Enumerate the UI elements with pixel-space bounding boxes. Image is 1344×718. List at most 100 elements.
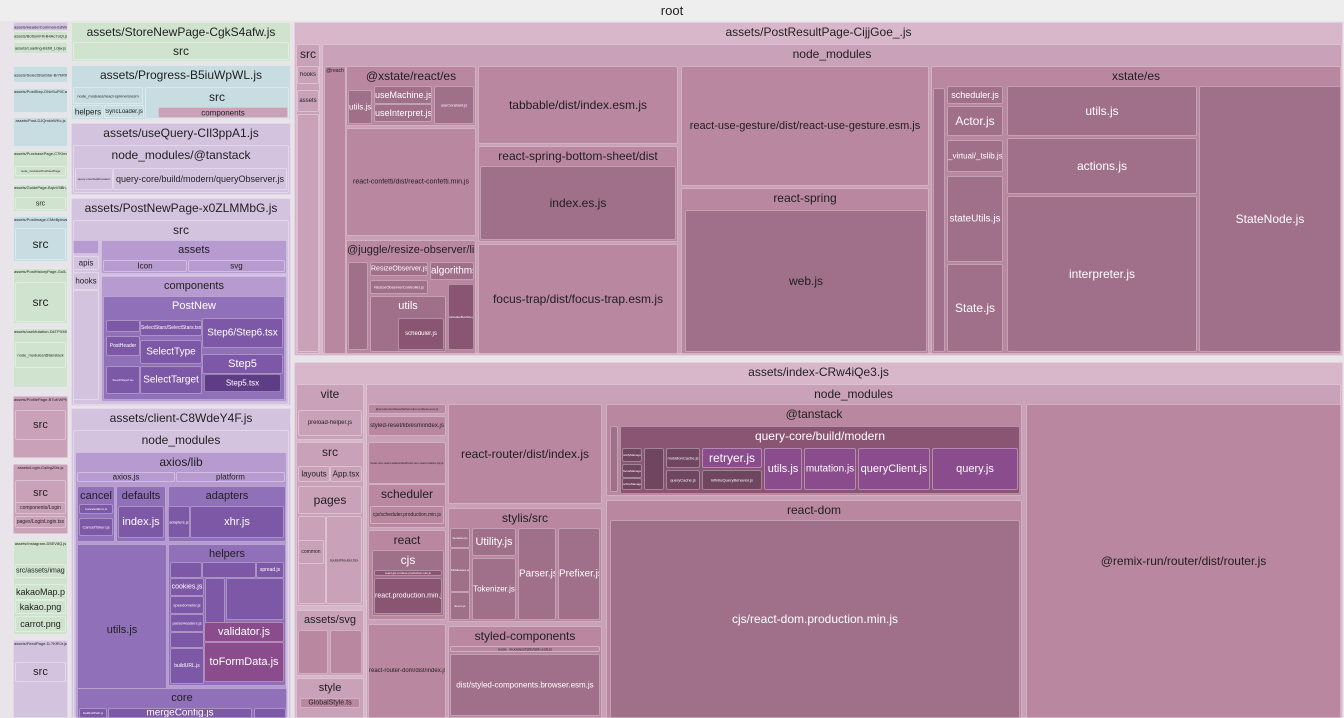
sidebar-guide-src[interactable]: src <box>15 197 66 210</box>
index-mutationcache[interactable]: mutationCache.js <box>666 448 700 468</box>
client-indexjs[interactable]: index.js <box>118 506 164 538</box>
sidebar-profile-src[interactable]: src <box>15 410 66 440</box>
sidebar-purchase-nm[interactable]: node_modules/PostNewPage <box>15 166 66 176</box>
usequery-qc-small[interactable]: query-core/build/modern <box>75 168 113 190</box>
index-middleware[interactable]: Middleware.js <box>450 548 470 592</box>
sidebar-postimage-src[interactable]: src <box>15 228 66 260</box>
index-reactdom-prod[interactable]: cjs/react-dom.production.min.js <box>610 520 1020 718</box>
index-reactrouter[interactable]: react-router/dist/index.js <box>448 404 602 504</box>
index-qc-small[interactable] <box>644 448 664 490</box>
postresult-usegesture[interactable]: react-use-gesture/dist/react-use-gesture… <box>681 66 929 186</box>
postnew-hooks[interactable]: hooks <box>73 272 99 290</box>
client-speedometer[interactable]: speedometer.js <box>170 596 204 614</box>
client-buildurl[interactable]: buildURL.js <box>170 648 204 684</box>
sidebar-selectstar[interactable]: assets/SelectStarStar-Br7kRWsB.js <box>13 66 68 83</box>
sidebar-kakaomap[interactable]: kakaoMap.png <box>15 584 66 600</box>
index-router[interactable]: routerRouter.tsx <box>326 516 362 604</box>
postresult-tslib[interactable]: _virtual/_tslib.js <box>947 140 1003 172</box>
client-axiosjs[interactable]: axios.js <box>77 472 175 482</box>
postnew-postheader[interactable]: PostHeader <box>106 336 140 356</box>
index-sc-nm[interactable]: node_modules/tslib/tslib.es6.js <box>450 646 600 652</box>
sidebar-loading[interactable]: assets/Loading-Bsl9t_L0jw.js <box>13 42 68 54</box>
postnew-step6[interactable]: Step6/Step6.tsx <box>202 318 283 348</box>
postresult-statenode[interactable]: StateNode.js <box>1199 86 1341 352</box>
client-core-small[interactable] <box>254 708 286 718</box>
client-mergeconfig[interactable]: mergeConfig.js <box>108 708 252 718</box>
index-parser[interactable]: Parser.js <box>518 528 556 620</box>
sidebar-kakao[interactable]: kakao.png <box>15 600 66 614</box>
sidebar-images[interactable]: src/assets/image <box>15 564 66 578</box>
client-helpers-small-3[interactable] <box>205 578 225 628</box>
index-query[interactable]: query.js <box>932 448 1018 490</box>
index-reactprod[interactable]: react.production.min.js <box>374 578 442 614</box>
index-common[interactable]: common <box>298 540 324 564</box>
postnew-svg[interactable]: svg <box>188 260 285 272</box>
index-scheduler-prod[interactable]: cjs/scheduler.production.min.js <box>370 506 444 524</box>
sidebar-headercommon[interactable]: assets/HeaderCommon-EdWuG6Sp.js <box>13 22 68 31</box>
index-preloadhelper[interactable]: preload-helper.js <box>298 410 362 436</box>
client-xhr[interactable]: xhr.js <box>190 506 284 538</box>
client-platform[interactable]: platform <box>176 472 285 482</box>
index-layouts[interactable]: layouts <box>298 466 330 482</box>
postresult-assets[interactable]: assets <box>297 90 319 112</box>
sidebar-login-pages[interactable]: pages/LoginLogin.tsx <box>15 516 66 528</box>
client-spread[interactable]: spread.js <box>256 562 284 578</box>
index-focusmanager[interactable]: focusManager.js <box>622 464 642 478</box>
client-toformdata[interactable]: toFormData.js <box>204 642 284 682</box>
progress-components[interactable]: components <box>158 107 288 118</box>
index-notifymanager[interactable]: notifyManager.js <box>622 448 642 462</box>
index-mutation[interactable]: mutation.js <box>804 448 856 490</box>
postresult-stateutils[interactable]: stateUtils.js <box>947 176 1003 262</box>
index-queryclient[interactable]: queryClient.js <box>858 448 930 490</box>
client-helpers-small-5[interactable] <box>170 632 204 648</box>
postresult-statejs[interactable]: State.js <box>947 264 1003 352</box>
postresult-interpreter[interactable]: interpreter.js <box>1007 196 1197 352</box>
index-utility[interactable]: Utility.js <box>472 528 516 556</box>
index-prefixer[interactable]: Prefixer.js <box>558 528 600 620</box>
postresult-hooks[interactable]: hooks <box>297 66 319 84</box>
index-styledreset[interactable]: styled-reset/lib/esm/index.js <box>368 416 446 436</box>
postnew-selectstars[interactable]: SelectStars/SelectStars.tsx <box>140 320 202 336</box>
postresult-xs-scheduler[interactable]: scheduler.js <box>947 86 1003 104</box>
postresult-resizeobserverjs[interactable]: ResizeObserver.js <box>370 262 428 276</box>
client-canceltoken[interactable]: CancelToken.js <box>79 518 113 536</box>
client-parseheaders[interactable]: parseHeaders.js <box>170 614 204 632</box>
progress-helpers[interactable]: helpers <box>73 105 103 118</box>
index-qc-utils[interactable]: utils.js <box>764 448 802 490</box>
postresult-scheduler-small[interactable]: scheduler.js <box>398 318 444 350</box>
root-header[interactable]: root <box>0 0 1344 21</box>
client-helpers-small-2[interactable] <box>202 562 256 578</box>
postnew-selecttype[interactable]: SelectType <box>140 340 202 364</box>
index-svg-items-2[interactable] <box>330 630 362 674</box>
sidebar-usemutation-nm[interactable]: node_modules/@tanstack <box>15 342 66 368</box>
index-enum[interactable]: Enum.js <box>450 592 470 620</box>
postnew-step2[interactable]: Step2/Step2.tsx <box>106 366 140 394</box>
postresult-rocontroller[interactable]: ResizeObserverController.js <box>370 280 428 294</box>
sidebar-feed-src[interactable]: src <box>15 662 66 682</box>
postresult-misc[interactable] <box>297 114 319 352</box>
sidebar-carrot[interactable]: carrot.png <box>15 616 66 632</box>
postresult-actor[interactable]: Actor.js <box>947 106 1003 136</box>
sidebar-login-components[interactable]: components/Login <box>15 502 66 514</box>
postresult-tabbable[interactable]: tabbable/dist/index.esm.js <box>478 66 678 144</box>
postnew-apis[interactable]: apis <box>73 256 99 270</box>
postresult-useconstant[interactable]: useConstant.js <box>434 86 474 124</box>
index-onlinemanager[interactable]: onlineManager.js <box>622 478 642 490</box>
index-tokenizer[interactable]: Tokenizer.js <box>472 558 516 620</box>
index-emotion[interactable]: @emotion/unitless/dist/emotion-unitless.… <box>368 404 446 414</box>
client-buildfullpath[interactable]: buildFullPath.js <box>79 708 107 718</box>
postresult-focustrap[interactable]: focus-trap/dist/focus-trap.esm.js <box>478 244 678 354</box>
postresult-webjs[interactable]: web.js <box>685 210 927 352</box>
postresult-xs-small[interactable] <box>933 88 945 352</box>
postnew-step5[interactable]: Step5 <box>202 354 283 374</box>
postnew-small-2[interactable] <box>106 320 140 332</box>
postnew-misc[interactable] <box>73 290 99 400</box>
sidebar-post[interactable]: assets/Post-DJQmkirWKc.js <box>13 117 68 147</box>
postresult-confetti[interactable]: react-confetti/dist/react-confetti.min.j… <box>346 128 476 236</box>
index-routerdom[interactable]: react-router-dom/dist/index.js <box>368 624 446 718</box>
index-serializer[interactable]: Serializer.js <box>450 528 470 548</box>
client-cookies[interactable]: cookies.js <box>170 578 204 596</box>
index-retryer[interactable]: retryer.js <box>702 448 762 468</box>
client-validator[interactable]: validator.js <box>204 622 284 642</box>
postresult-calculatebox[interactable]: calculateBoxSize.js <box>448 284 474 350</box>
